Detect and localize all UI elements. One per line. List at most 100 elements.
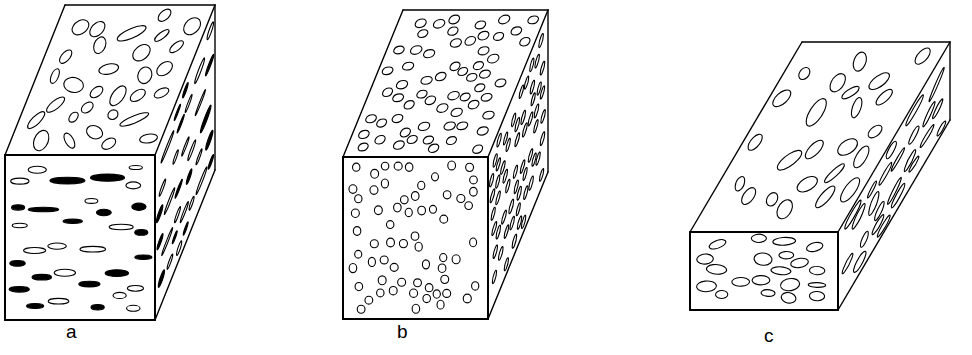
pore-circle	[478, 70, 492, 78]
grain-ellipse	[109, 224, 133, 230]
grain-ellipse	[879, 160, 892, 188]
grain-ellipse	[802, 137, 826, 161]
grain-ellipse	[867, 70, 890, 93]
grain-ellipse	[175, 177, 182, 201]
grain-ellipse	[135, 255, 152, 259]
grain-ellipse	[196, 147, 202, 167]
grain-ellipse	[745, 133, 765, 151]
grain-ellipse	[60, 74, 87, 95]
cuboid-edge	[4, 155, 6, 320]
pore-circle	[445, 137, 458, 145]
pore-circle	[540, 166, 544, 184]
pore-circle	[364, 115, 377, 123]
pore-circle	[472, 62, 485, 70]
grain-ellipse	[845, 196, 861, 232]
cuboid-edge	[343, 10, 403, 157]
grain-ellipse	[132, 203, 146, 210]
grain-ellipse	[802, 97, 830, 128]
grain-ellipse	[195, 55, 205, 87]
pore-circle	[381, 88, 394, 97]
pore-circle	[418, 206, 426, 215]
pore-circle	[459, 93, 472, 101]
grain-ellipse	[67, 112, 80, 122]
pore-circle	[411, 192, 419, 201]
grain-ellipse	[208, 152, 213, 171]
grain-ellipse	[120, 110, 149, 129]
grain-ellipse	[96, 209, 111, 216]
pore-circle	[374, 206, 382, 215]
grain-ellipse	[91, 304, 104, 309]
grain-ellipse	[851, 144, 872, 169]
grain-ellipse	[106, 108, 120, 122]
grain-ellipse	[753, 252, 774, 266]
grain-ellipse	[159, 177, 166, 199]
pore-circle	[394, 203, 402, 212]
pore-circle	[412, 304, 420, 313]
front-face	[5, 155, 155, 320]
grain-ellipse	[808, 282, 826, 287]
grain-ellipse	[772, 237, 797, 247]
grain-ellipse	[775, 196, 794, 223]
grain-ellipse	[79, 281, 100, 287]
grain-ellipse	[874, 198, 884, 225]
pore-circle	[381, 179, 388, 188]
face-inclusions	[693, 233, 828, 304]
grain-ellipse	[33, 128, 50, 152]
cuboid-edge	[487, 157, 489, 319]
grain-ellipse	[837, 178, 864, 203]
grain-ellipse	[48, 243, 67, 249]
pore-circle	[515, 130, 520, 150]
pore-circle	[539, 31, 544, 51]
pore-circle	[540, 58, 545, 77]
pore-circle	[496, 155, 500, 173]
cuboid-edge	[342, 157, 344, 319]
cuboid-edge	[65, 4, 215, 5]
grain-ellipse	[172, 229, 177, 246]
grain-ellipse	[79, 100, 95, 115]
grain-ellipse	[812, 184, 838, 209]
grain-ellipse	[50, 177, 85, 184]
pore-circle	[465, 202, 473, 210]
cuboid-edge	[837, 232, 839, 310]
pore-circle	[521, 107, 526, 127]
grain-ellipse	[88, 84, 105, 100]
grain-ellipse	[907, 126, 921, 145]
pore-circle	[516, 200, 520, 218]
pore-circle	[470, 187, 478, 196]
grain-ellipse	[168, 39, 185, 55]
grain-ellipse	[28, 166, 46, 173]
grain-ellipse	[777, 146, 802, 174]
cuboid-edge	[488, 10, 548, 157]
pore-circle	[399, 128, 412, 137]
grain-ellipse	[9, 286, 29, 292]
pore-circle	[490, 171, 494, 190]
pore-circle	[491, 205, 495, 223]
pore-circle	[422, 136, 435, 144]
cuboid-edge	[214, 5, 215, 170]
pore-circle	[418, 181, 425, 189]
pore-circle	[370, 186, 378, 195]
pore-circle	[394, 162, 402, 170]
pore-circle	[371, 169, 379, 178]
pore-circle	[432, 20, 446, 29]
pore-circle	[406, 136, 419, 144]
grain-ellipse	[778, 251, 795, 260]
pore-circle	[353, 163, 360, 171]
grain-ellipse	[126, 182, 141, 189]
grain-ellipse	[183, 220, 188, 237]
grain-ellipse	[765, 190, 780, 209]
cuboid-edge	[155, 170, 215, 320]
cuboid-edge	[690, 309, 838, 311]
grain-ellipse	[189, 194, 194, 213]
pore-circle	[470, 238, 477, 247]
pore-circle	[528, 109, 533, 129]
pore-circle	[381, 67, 394, 75]
grain-ellipse	[806, 265, 828, 277]
pore-circle	[492, 268, 496, 287]
pore-circle	[517, 213, 521, 232]
grain-ellipse	[173, 147, 178, 166]
pore-circle	[357, 305, 365, 313]
grain-ellipse	[850, 95, 863, 119]
grain-ellipse	[156, 7, 174, 23]
pore-circle	[414, 279, 422, 287]
